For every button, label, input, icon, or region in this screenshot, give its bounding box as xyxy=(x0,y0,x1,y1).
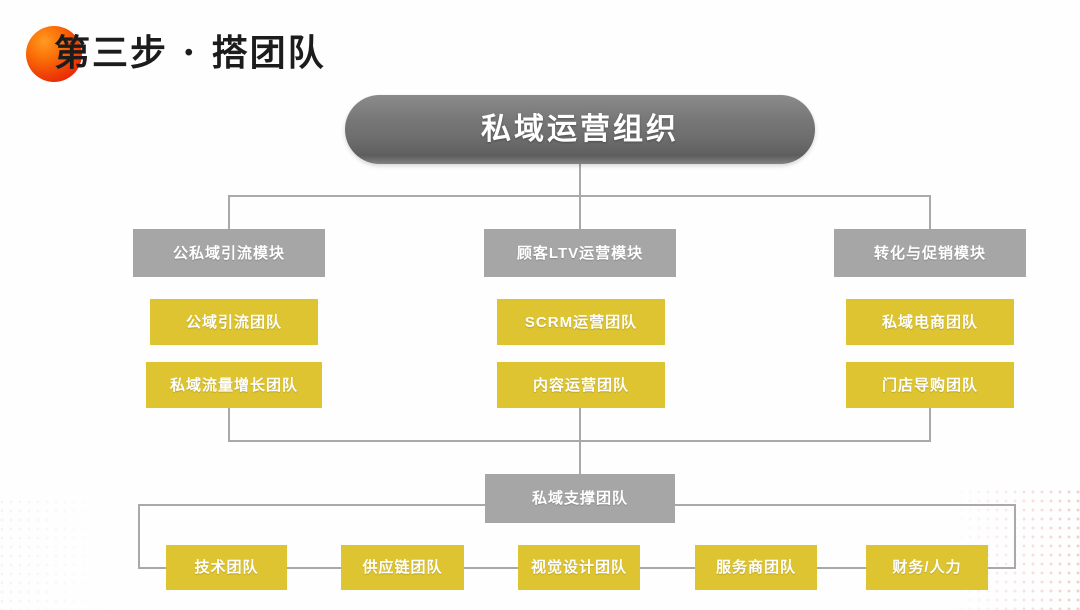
connector-left-elbow xyxy=(138,504,140,568)
connector-rise-module-3 xyxy=(929,408,931,441)
connector-team-link-1 xyxy=(287,567,341,569)
connector-team-link-4 xyxy=(817,567,866,569)
team-box-3-1[interactable]: 私域电商团队 xyxy=(846,299,1014,345)
connector-rise-module-2 xyxy=(579,408,581,441)
connector-team-link-2 xyxy=(464,567,518,569)
connector-support-right-arm xyxy=(674,504,1016,506)
support-team-box-3[interactable]: 视觉设计团队 xyxy=(518,545,640,590)
support-team-box-1[interactable]: 技术团队 xyxy=(166,545,287,590)
connector-team-link-3 xyxy=(640,567,695,569)
team-box-2-2[interactable]: 内容运营团队 xyxy=(497,362,665,408)
support-team-box-2[interactable]: 供应链团队 xyxy=(341,545,464,590)
connector-drop-module-2 xyxy=(579,195,581,229)
connector-drop-support xyxy=(579,440,581,474)
connector-support-left-arm xyxy=(138,504,486,506)
connector-rise-module-1 xyxy=(228,408,230,441)
org-root-node[interactable]: 私域运营组织 xyxy=(345,95,815,164)
team-box-3-2[interactable]: 门店导购团队 xyxy=(846,362,1014,408)
connector-to-last-team xyxy=(988,567,1016,569)
support-team-box-5[interactable]: 财务/人力 xyxy=(866,545,988,590)
page-title: 第三步 · 搭团队 xyxy=(54,32,326,74)
connector-to-first-team xyxy=(138,567,166,569)
connector-drop-module-3 xyxy=(929,195,931,229)
connector-drop-module-1 xyxy=(228,195,230,229)
support-team-box-4[interactable]: 服务商团队 xyxy=(695,545,817,590)
sun-circle-icon xyxy=(26,26,82,82)
team-box-1-1[interactable]: 公域引流团队 xyxy=(150,299,318,345)
team-box-2-1[interactable]: SCRM运营团队 xyxy=(497,299,665,345)
module-header-3[interactable]: 转化与促销模块 xyxy=(834,229,1026,277)
connector-right-elbow xyxy=(1014,504,1016,568)
connector-root-stem xyxy=(579,163,581,196)
team-box-1-2[interactable]: 私域流量增长团队 xyxy=(146,362,322,408)
module-header-1[interactable]: 公私域引流模块 xyxy=(133,229,325,277)
support-header-node[interactable]: 私域支撑团队 xyxy=(485,474,675,523)
dot-pattern-decoration-left xyxy=(0,500,120,610)
module-header-2[interactable]: 顾客LTV运营模块 xyxy=(484,229,676,277)
